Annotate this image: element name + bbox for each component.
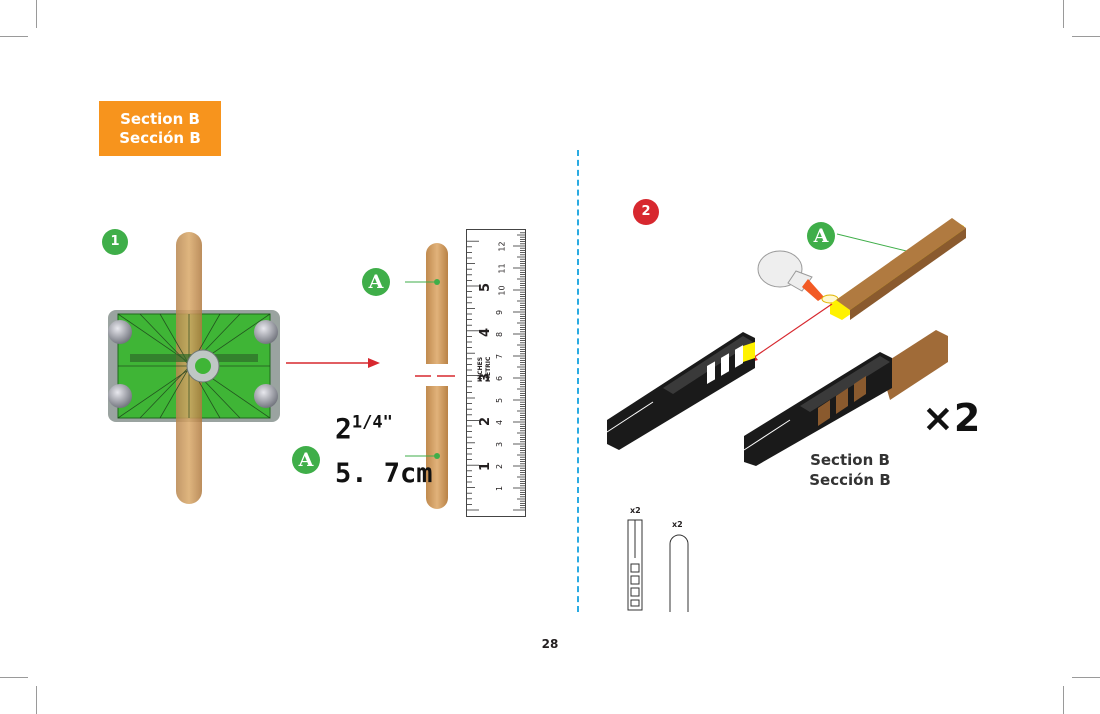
step-2-badge: 2 (633, 199, 659, 225)
ruler-cm-label: 9 (495, 309, 505, 316)
quantity-multiplier: ×2 (922, 396, 981, 440)
step2-caption-es: Sección B (809, 471, 891, 489)
ruler-cm-label: 10 (497, 285, 507, 296)
ruler-cm-label: 3 (495, 441, 505, 448)
part-a-badge-bottom: A (292, 446, 320, 474)
ruler-ticks (467, 232, 525, 511)
cut-stick-pieces (405, 243, 455, 509)
crop-mark (36, 686, 37, 714)
cut-arrow (286, 358, 380, 368)
crop-mark (0, 677, 28, 678)
craft-stick-icon (669, 534, 689, 612)
step2-caption-en: Section B (810, 451, 890, 469)
length-inches-whole: 2 (335, 412, 352, 445)
ruler-cm-label: 5 (495, 397, 505, 404)
page-number: 28 (541, 637, 559, 651)
section-label-es: Sección B (119, 128, 201, 147)
part-a-badge-top: A (362, 268, 390, 296)
ruler-inch-label: 2 (478, 417, 494, 427)
crop-mark (0, 36, 28, 37)
parts-qty-1: x2 (630, 506, 641, 515)
ruler-label-inches: INCHES (477, 356, 484, 382)
ruler-cm-label: 11 (497, 263, 507, 274)
section-label-en: Section B (120, 109, 200, 128)
ruler-inch-label: 4 (478, 327, 494, 337)
ruler-cm-label: 1 (495, 485, 505, 492)
connector-strip-left (606, 332, 755, 450)
glue-bottle-icon (757, 250, 839, 304)
glued-stick (830, 218, 966, 320)
ruler-cm-label: 8 (495, 331, 505, 338)
panel-divider (577, 150, 579, 612)
ruler-cm-label: 2 (495, 463, 505, 470)
crop-mark (1072, 677, 1100, 678)
connector-strip-icon (627, 519, 643, 611)
length-cm: 5. 7cm (335, 458, 433, 489)
stick-cutter-illustration (108, 232, 280, 504)
ruler-cm-label: 4 (495, 419, 505, 426)
ruler-cm-label: 6 (495, 375, 505, 382)
assembled-connector (743, 330, 948, 466)
part-a-badge-step2: A (807, 222, 835, 250)
crop-mark (1072, 36, 1100, 37)
ruler-inch-label: 1 (478, 462, 494, 472)
ruler-inch-label: 5 (478, 282, 494, 293)
parts-qty-2: x2 (672, 520, 683, 529)
ruler-label-metric: METRIC (485, 356, 492, 382)
step2-caption: Section B Sección B (790, 450, 910, 490)
length-inches-fraction: 1/4" (351, 412, 393, 433)
section-label: Section B Sección B (99, 101, 221, 156)
ruler-cm-label: 7 (495, 353, 505, 360)
length-inches: 21/4" (335, 412, 393, 445)
crop-mark (36, 0, 37, 28)
crop-mark (1063, 686, 1064, 714)
crop-mark (1063, 0, 1064, 28)
step-1-badge: 1 (102, 229, 128, 255)
ruler-cm-label: 12 (497, 241, 507, 252)
